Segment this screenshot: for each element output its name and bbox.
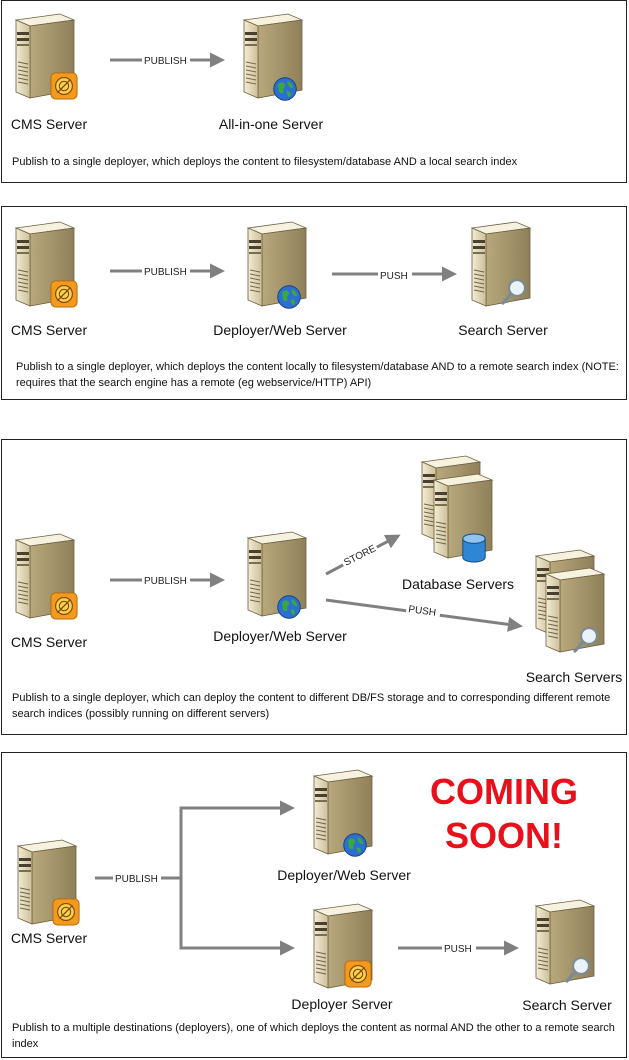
node-label: CMS Server	[10, 322, 88, 338]
database-servers-node	[410, 450, 500, 570]
deployer-web-server-node-4	[306, 766, 386, 857]
node-label: CMS Server	[10, 930, 88, 946]
coming-soon-banner: COMING SOON!	[424, 770, 584, 858]
node-label: Database Servers	[401, 576, 515, 592]
banner-line: COMING	[430, 771, 578, 812]
deployer-server-node	[306, 900, 386, 990]
all-in-one-server-node	[236, 10, 316, 101]
globe-icon	[273, 77, 297, 101]
server-cluster-icon	[421, 455, 493, 563]
database-cylinder-icon	[462, 533, 486, 563]
cms-server-node-4	[10, 836, 90, 926]
cms-badge-icon	[52, 898, 80, 926]
server-tower-icon	[313, 903, 373, 989]
node-label: Deployer/Web Server	[277, 867, 411, 883]
cms-server-node-3	[8, 530, 88, 620]
cms-badge-icon	[344, 960, 372, 988]
server-tower-icon	[247, 221, 307, 309]
node-label: CMS Server	[10, 116, 88, 132]
panel-caption: Publish to a multiple destinations (depl…	[12, 1022, 615, 1050]
server-tower-icon	[313, 769, 373, 857]
cms-badge-icon	[50, 72, 78, 100]
panel-3	[1, 439, 627, 735]
server-tower-icon	[535, 899, 595, 985]
banner-line: SOON!	[444, 815, 563, 856]
node-label: All-in-one Server	[218, 116, 324, 132]
cms-badge-icon	[50, 280, 78, 308]
globe-icon	[277, 595, 301, 619]
server-tower-icon	[471, 221, 531, 307]
server-tower-icon	[15, 221, 78, 308]
node-label: Search Server	[522, 997, 612, 1013]
search-servers-node	[528, 546, 618, 666]
node-label: Search Server	[458, 322, 548, 338]
panel-caption: Publish to a single deployer, which depl…	[16, 361, 619, 389]
server-tower-icon	[15, 533, 78, 620]
node-label: Deployer/Web Server	[213, 628, 347, 644]
node-label: Search Servers	[525, 669, 623, 685]
panel-caption: Publish to a single deployer, which depl…	[12, 156, 518, 168]
node-label: Deployer Server	[291, 996, 393, 1012]
cms-badge-icon	[50, 592, 78, 620]
node-label: CMS Server	[10, 634, 88, 650]
panel-caption: Publish to a single deployer, which can …	[12, 692, 611, 720]
cms-server-node-2	[8, 218, 88, 308]
search-server-node-2	[464, 218, 544, 308]
server-tower-icon	[247, 531, 307, 619]
server-tower-icon	[243, 13, 303, 101]
server-cluster-icon	[535, 549, 605, 653]
globe-icon	[277, 285, 301, 309]
server-tower-icon	[17, 839, 80, 926]
panel-1	[1, 0, 627, 183]
deployer-web-server-node-2	[240, 218, 320, 309]
node-label: Deployer/Web Server	[213, 322, 347, 338]
server-tower-icon	[15, 13, 78, 100]
globe-icon	[343, 833, 367, 857]
cms-server-node-1	[8, 10, 88, 100]
search-server-node-4	[528, 896, 608, 986]
deployer-web-server-node-3	[240, 528, 320, 619]
